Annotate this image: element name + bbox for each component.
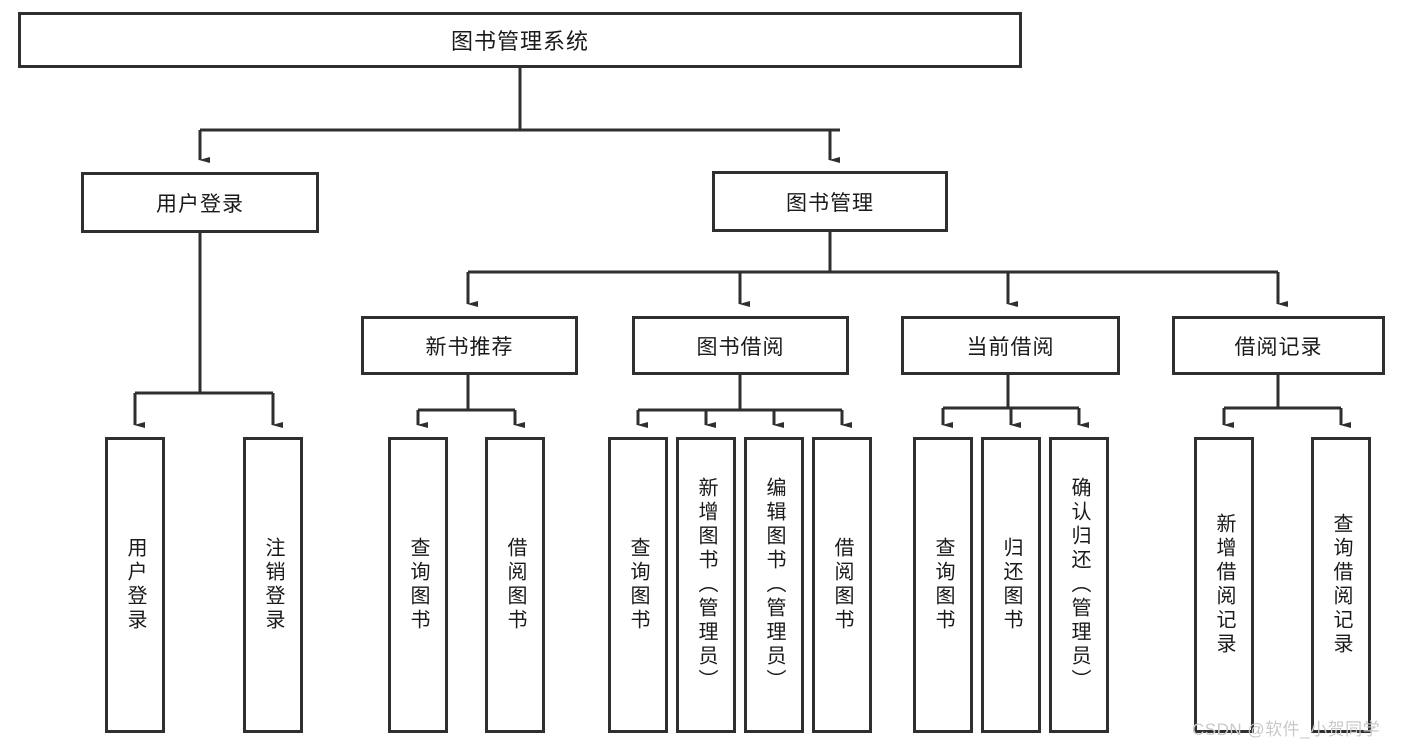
node-new-book-recommend-label: 新书推荐	[425, 335, 514, 359]
leaf-query-borrow-record[interactable]: 查询借阅记录	[1311, 437, 1371, 733]
leaf-label: 借阅图书	[831, 537, 853, 633]
leaf-label: 查询图书	[932, 537, 954, 633]
node-borrow-record[interactable]: 借阅记录	[1172, 316, 1385, 375]
leaf-query-book-current[interactable]: 查询图书	[913, 437, 973, 733]
node-user-login[interactable]: 用户登录	[81, 172, 319, 233]
leaf-label: 注销登录	[262, 537, 284, 633]
node-current-borrow-label: 当前借阅	[966, 335, 1055, 359]
leaf-add-borrow-record[interactable]: 新增借阅记录	[1194, 437, 1254, 733]
leaf-label: 编辑图书（管理员）	[763, 477, 785, 693]
leaf-confirm-return-admin[interactable]: 确认归还（管理员）	[1049, 437, 1109, 733]
leaf-label: 借阅图书	[504, 537, 526, 633]
node-book-borrow-label: 图书借阅	[696, 335, 785, 359]
node-user-login-label: 用户登录	[156, 192, 244, 216]
leaf-user-login[interactable]: 用户登录	[105, 437, 165, 733]
leaf-label: 确认归还（管理员）	[1068, 477, 1090, 693]
leaf-label: 归还图书	[1000, 537, 1022, 633]
leaf-label: 查询图书	[407, 537, 429, 633]
leaf-label: 用户登录	[124, 537, 146, 633]
node-root-label: 图书管理系统	[450, 29, 589, 54]
leaf-query-book-recommend[interactable]: 查询图书	[388, 437, 448, 733]
watermark: CSDN @软件_小贺同学	[1192, 720, 1381, 739]
node-book-management[interactable]: 图书管理	[712, 171, 948, 232]
leaf-label: 新增借阅记录	[1213, 513, 1235, 657]
node-root[interactable]: 图书管理系统	[18, 12, 1022, 68]
leaf-query-book-borrow[interactable]: 查询图书	[608, 437, 668, 733]
leaf-borrow-book-recommend[interactable]: 借阅图书	[485, 437, 545, 733]
node-book-management-label: 图书管理	[786, 191, 874, 215]
leaf-label: 新增图书（管理员）	[695, 477, 717, 693]
leaf-label: 查询图书	[627, 537, 649, 633]
leaf-edit-book-admin[interactable]: 编辑图书（管理员）	[744, 437, 804, 733]
node-borrow-record-label: 借阅记录	[1234, 335, 1323, 359]
leaf-logout[interactable]: 注销登录	[243, 437, 303, 733]
leaf-return-book[interactable]: 归还图书	[981, 437, 1041, 733]
leaf-borrow-book[interactable]: 借阅图书	[812, 437, 872, 733]
leaf-add-book-admin[interactable]: 新增图书（管理员）	[676, 437, 736, 733]
node-new-book-recommend[interactable]: 新书推荐	[361, 316, 578, 375]
leaf-label: 查询借阅记录	[1330, 513, 1352, 657]
node-current-borrow[interactable]: 当前借阅	[901, 316, 1120, 375]
node-book-borrow[interactable]: 图书借阅	[632, 316, 849, 375]
